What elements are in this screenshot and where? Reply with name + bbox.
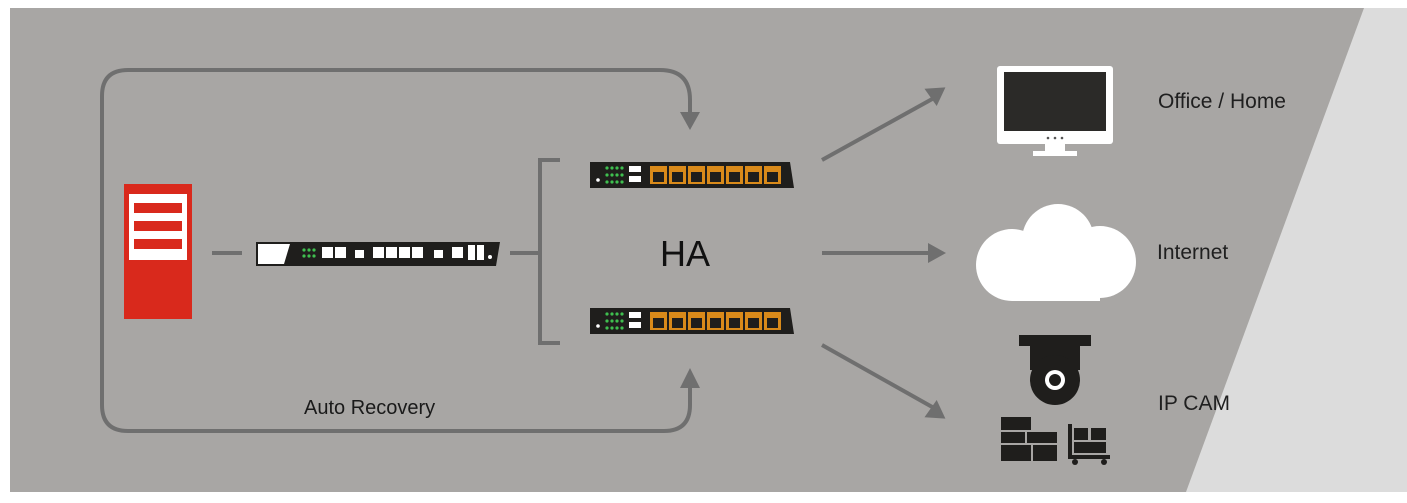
arrow-to-ipcam-head [924, 400, 946, 419]
arrow-to-office [821, 96, 935, 162]
destination-label-office: Office / Home [1158, 90, 1286, 113]
loop-arrow-down [680, 112, 700, 130]
arrow-to-office-head [924, 87, 946, 106]
ha-bracket [538, 158, 560, 345]
auto-recovery-label: Auto Recovery [304, 397, 436, 419]
destination-label-ipcam: IP CAM [1158, 392, 1230, 415]
cloud-icon [976, 204, 1136, 301]
server-icon [124, 184, 192, 319]
ha-switch-primary [590, 162, 794, 188]
ip-camera-icon [1019, 335, 1091, 405]
router-icon [256, 242, 500, 266]
loop-arrow-up [680, 368, 700, 388]
arrow-to-ipcam [821, 343, 935, 410]
destination-label-internet: Internet [1157, 241, 1229, 264]
ha-switch-secondary [590, 308, 794, 334]
trolley-icon [1068, 424, 1110, 465]
ha-label: HA [660, 233, 711, 274]
cargo-boxes-icon [1001, 417, 1057, 461]
auto-recovery-loop [100, 68, 692, 433]
arrow-to-internet-head [928, 243, 946, 263]
monitor-icon [997, 66, 1113, 156]
